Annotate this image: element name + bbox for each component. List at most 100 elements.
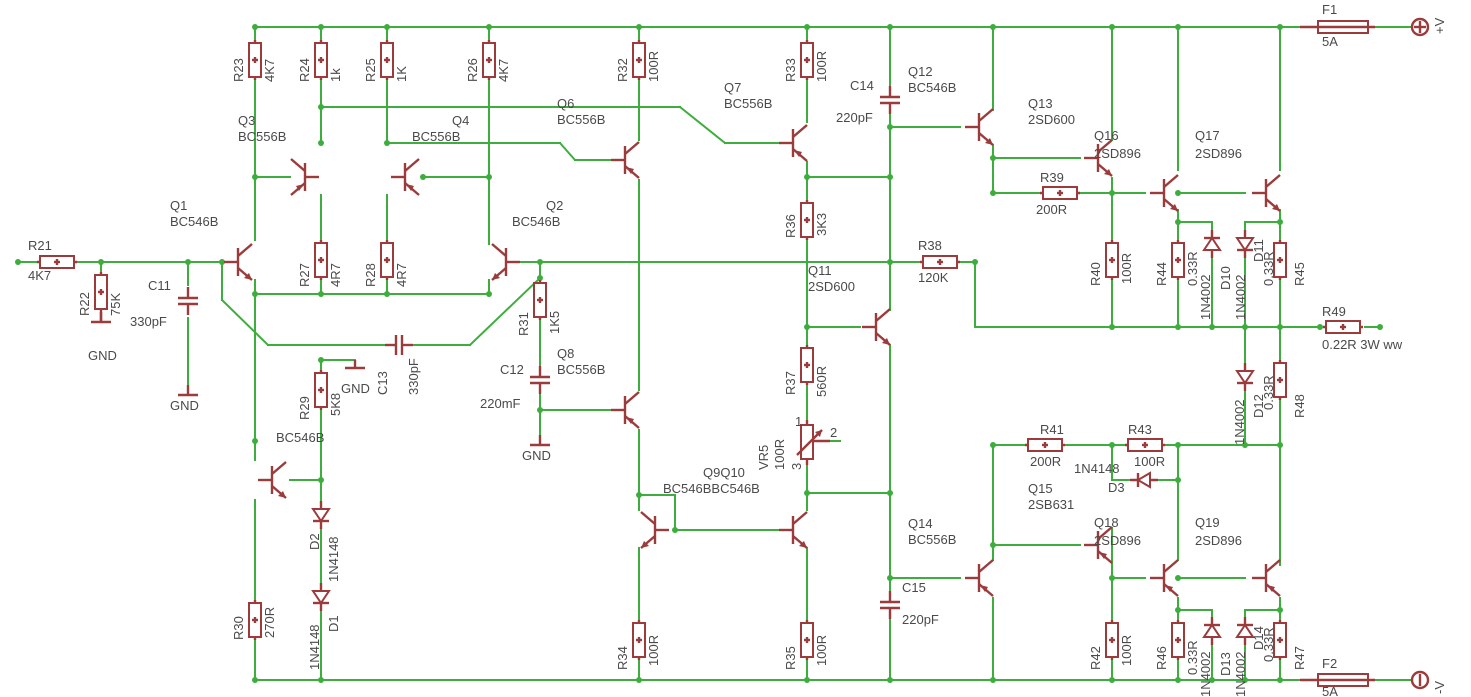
value-r48: 0.33R: [1261, 375, 1276, 410]
supply-terminal-positive: [1410, 17, 1430, 37]
value-r36: 3K3: [814, 213, 829, 236]
capacitor-c12: [528, 364, 552, 396]
label-q4: Q4: [452, 113, 469, 128]
label-c13: C13: [375, 371, 390, 395]
label-q18: Q18: [1094, 515, 1119, 530]
value-r21: 4K7: [28, 268, 51, 283]
value-r39: 200R: [1036, 202, 1067, 217]
label-q7: Q7: [724, 80, 741, 95]
transistor-q19a: [1148, 558, 1180, 598]
value-r35: 100R: [814, 635, 829, 666]
transistor-q17: [1250, 173, 1282, 213]
value-r42: 100R: [1119, 635, 1134, 666]
label-d11: D11: [1251, 239, 1266, 262]
value-r38: 120K: [918, 270, 949, 285]
value-r44: 0.33R: [1185, 251, 1200, 286]
label-q8: Q8: [557, 346, 574, 361]
fuse-f2: [1300, 673, 1375, 687]
transistor-q13: [963, 107, 995, 147]
transistor-q5: [256, 460, 288, 500]
resistor-r46: [1170, 618, 1186, 662]
resistor-r29: [313, 368, 329, 412]
value-r22: 75K: [108, 293, 123, 316]
label-r37: R37: [783, 371, 798, 395]
pin3-vr5: 3: [789, 463, 804, 470]
diode-d2: [311, 499, 331, 531]
label-r33: R33: [783, 58, 798, 82]
value-r47: 0.33R: [1261, 627, 1276, 662]
label-vr5: VR5: [756, 445, 771, 470]
label-d1: D1: [326, 615, 341, 632]
type-q4: BC556B: [412, 129, 460, 144]
resistor-r36: [799, 198, 815, 242]
label-d12: D12: [1251, 394, 1266, 418]
label-r27: R27: [297, 263, 312, 287]
resistor-r31: [532, 278, 548, 322]
value-r34: 100R: [646, 635, 661, 666]
supply-terminal-negative: [1410, 670, 1430, 690]
value-r45: 0.33R: [1261, 251, 1276, 286]
diode-d10: [1202, 228, 1222, 260]
label-d10: D10: [1218, 266, 1233, 290]
label-r46: R46: [1154, 646, 1169, 670]
label-r24: R24: [297, 58, 312, 82]
gnd-label-3: GND: [522, 448, 551, 463]
label-q1: Q1: [170, 198, 187, 213]
transistor-q7: [777, 123, 809, 163]
type-d2: 1N4148: [326, 536, 341, 582]
type-q7: BC556B: [724, 96, 772, 111]
value-r41: 200R: [1030, 454, 1061, 469]
resistor-r40: [1104, 238, 1120, 282]
label-q3: Q3: [238, 113, 255, 128]
resistor-r43: [1123, 437, 1167, 453]
label-r38: R38: [918, 238, 942, 253]
label-r28: R28: [363, 263, 378, 287]
label-r21: R21: [28, 238, 52, 253]
value-r31: 1K5: [547, 311, 562, 334]
label-r45: R45: [1292, 262, 1307, 286]
type-q6: BC556B: [557, 112, 605, 127]
label-d14: D14: [1251, 626, 1266, 650]
value-r37: 560R: [814, 366, 829, 397]
resistor-r23: [247, 38, 263, 82]
capacitor-c11: [176, 285, 200, 317]
fuse-f1: [1300, 20, 1375, 34]
resistor-r21: [35, 254, 79, 270]
resistor-r24: [313, 38, 329, 82]
label-q14: Q14: [908, 516, 933, 531]
label-r22: R22: [77, 292, 92, 316]
type-q9q10: BC546BBC546B: [663, 481, 760, 496]
resistor-r38: [918, 254, 962, 270]
transistor-q3: [289, 157, 321, 197]
label-q9q10: Q9Q10: [703, 465, 745, 480]
trimmer-vr5: [796, 420, 830, 465]
label-r25: R25: [363, 58, 378, 82]
label-r47: R47: [1292, 646, 1307, 670]
gnd-label-4: GND: [341, 381, 370, 396]
value-r25: 1K: [394, 66, 409, 82]
label-q6: Q6: [557, 96, 574, 111]
value-r27: 4R7: [328, 263, 343, 287]
label-c12: C12: [500, 362, 524, 377]
label-d13: D13: [1218, 652, 1233, 676]
value-r43: 100R: [1134, 454, 1165, 469]
resistor-r34: [631, 618, 647, 662]
label-supply-positive: +V: [1432, 17, 1447, 34]
type-q15: 2SB631: [1028, 497, 1074, 512]
transistor-q11: [860, 307, 892, 347]
value-r29: 5K8: [328, 393, 343, 416]
capacitor-c14: [878, 84, 902, 116]
resistor-r49: [1321, 319, 1365, 335]
resistor-r32: [631, 38, 647, 82]
type-q2: BC546B: [512, 214, 560, 229]
resistor-r25: [379, 38, 395, 82]
junction-dots: [15, 24, 1383, 683]
resistor-r41: [1023, 437, 1067, 453]
type-q18: 2SD896: [1094, 533, 1141, 548]
type-d11: 1N4002: [1233, 274, 1248, 320]
label-q17: Q17: [1195, 128, 1220, 143]
value-r40: 100R: [1119, 253, 1134, 284]
diode-d12: [1235, 361, 1255, 393]
label-f2: F2: [1322, 656, 1337, 671]
